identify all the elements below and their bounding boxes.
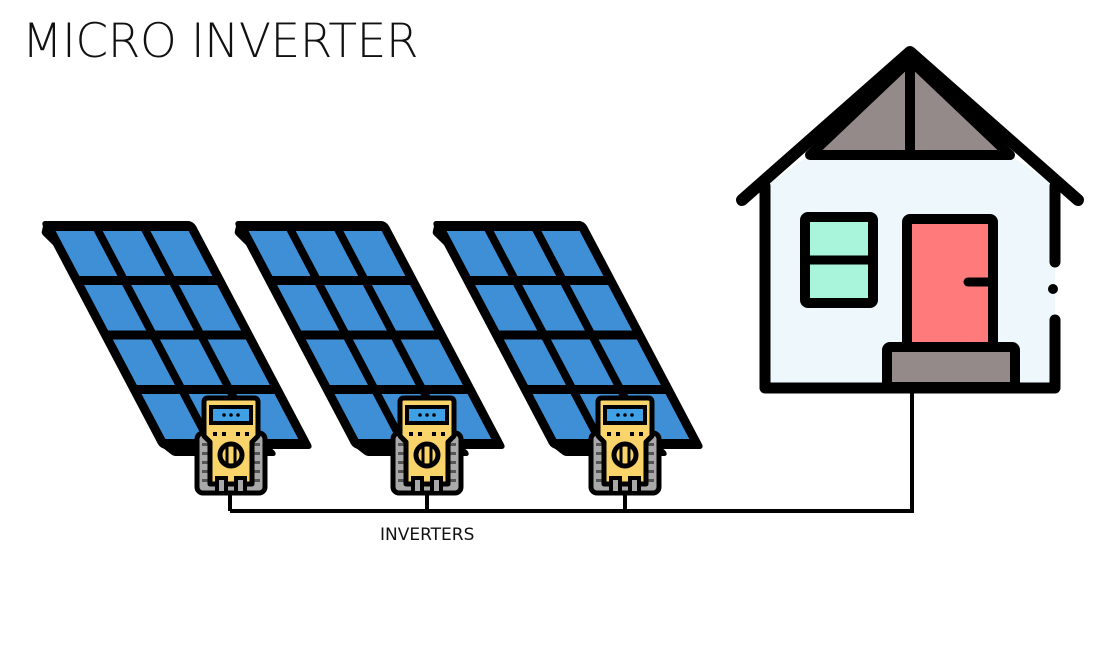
- micro-inverter-1: [197, 398, 265, 493]
- wire-bus: [230, 390, 914, 513]
- door-step: [882, 342, 1020, 392]
- house-icon: [736, 46, 1084, 394]
- micro-inverter-2: [393, 398, 461, 493]
- diagram-title: MICRO INVERTER: [22, 14, 419, 69]
- micro-inverter-3: [591, 398, 659, 493]
- inverters-label: INVERTERS: [380, 525, 475, 545]
- roof: [736, 46, 1084, 206]
